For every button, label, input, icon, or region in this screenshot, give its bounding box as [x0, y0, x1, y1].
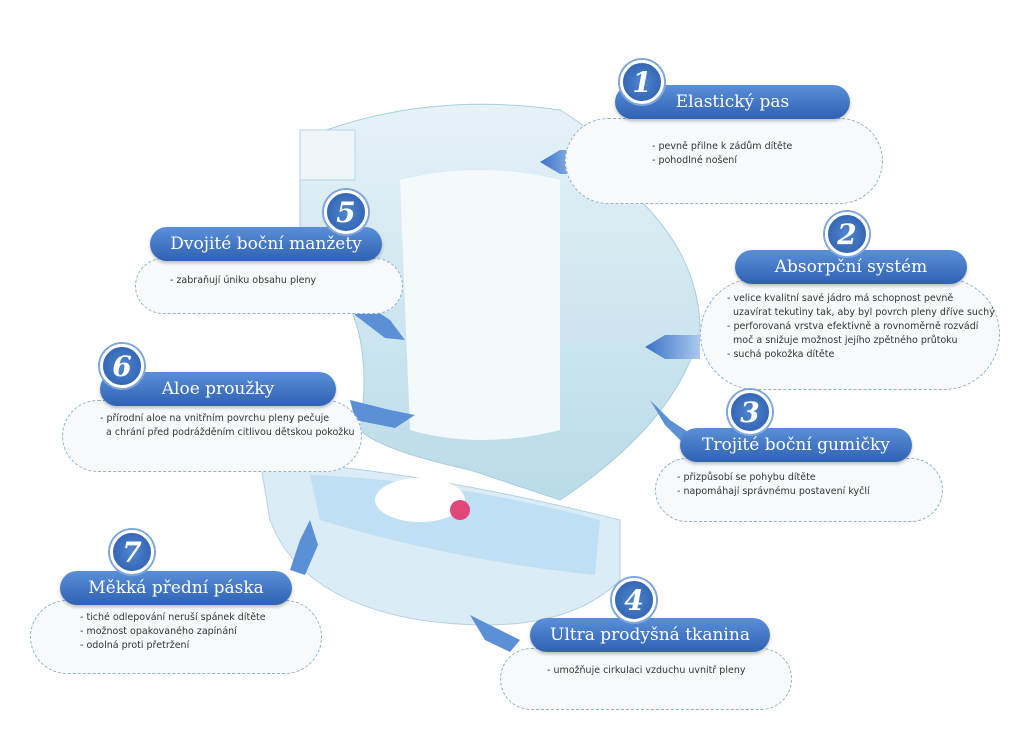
feature-title-7: Měkká přední páska — [60, 571, 292, 605]
feature-desc-4: - umožňuje cirkulaci vzduchu uvnitř plen… — [547, 665, 746, 676]
cloud-4 — [500, 648, 792, 710]
cloud-7 — [30, 600, 322, 674]
tape-tab — [299, 129, 356, 181]
feature-title-2: Absorpční systém — [735, 250, 967, 284]
logo-cloud — [375, 478, 465, 522]
diaper-core — [400, 170, 560, 440]
feature-desc-1: - pevně přilne k zádům dítěte- pohodlné … — [652, 141, 793, 166]
feature-desc-2: - velice kvalitní savé jádro má schopnos… — [727, 293, 995, 360]
feature-desc-5: - zabraňují úniku obsahu pleny — [170, 275, 317, 286]
arrow-4 — [470, 615, 520, 652]
arrow-2 — [645, 335, 700, 359]
feature-desc-6: - přírodní aloe na vnitřním povrchu plen… — [100, 413, 355, 438]
feature-title-3: Trojité boční gumičky — [680, 428, 912, 462]
arrow-7 — [290, 520, 318, 575]
number-badge-3: 3 — [728, 390, 772, 434]
number-badge-1: 1 — [620, 60, 664, 104]
cloud-1 — [565, 118, 883, 204]
feature-desc-3: - přizpůsobí se pohybu dítěte- napomáhaj… — [677, 472, 870, 497]
cloud-3 — [655, 458, 943, 522]
number-badge-2: 2 — [825, 212, 869, 256]
number-badge-6: 6 — [100, 344, 144, 388]
feature-desc-7: - tiché odlepování neruší spánek dítěte-… — [80, 612, 266, 651]
feature-title-4: Ultra prodyšná tkanina — [530, 618, 770, 652]
number-badge-5: 5 — [324, 190, 368, 234]
cloud-2 — [700, 278, 1000, 390]
character — [450, 500, 470, 520]
arrow-6 — [350, 400, 415, 428]
number-badge-4: 4 — [612, 578, 656, 622]
cloud-5 — [135, 258, 403, 314]
number-badge-7: 7 — [110, 530, 154, 574]
